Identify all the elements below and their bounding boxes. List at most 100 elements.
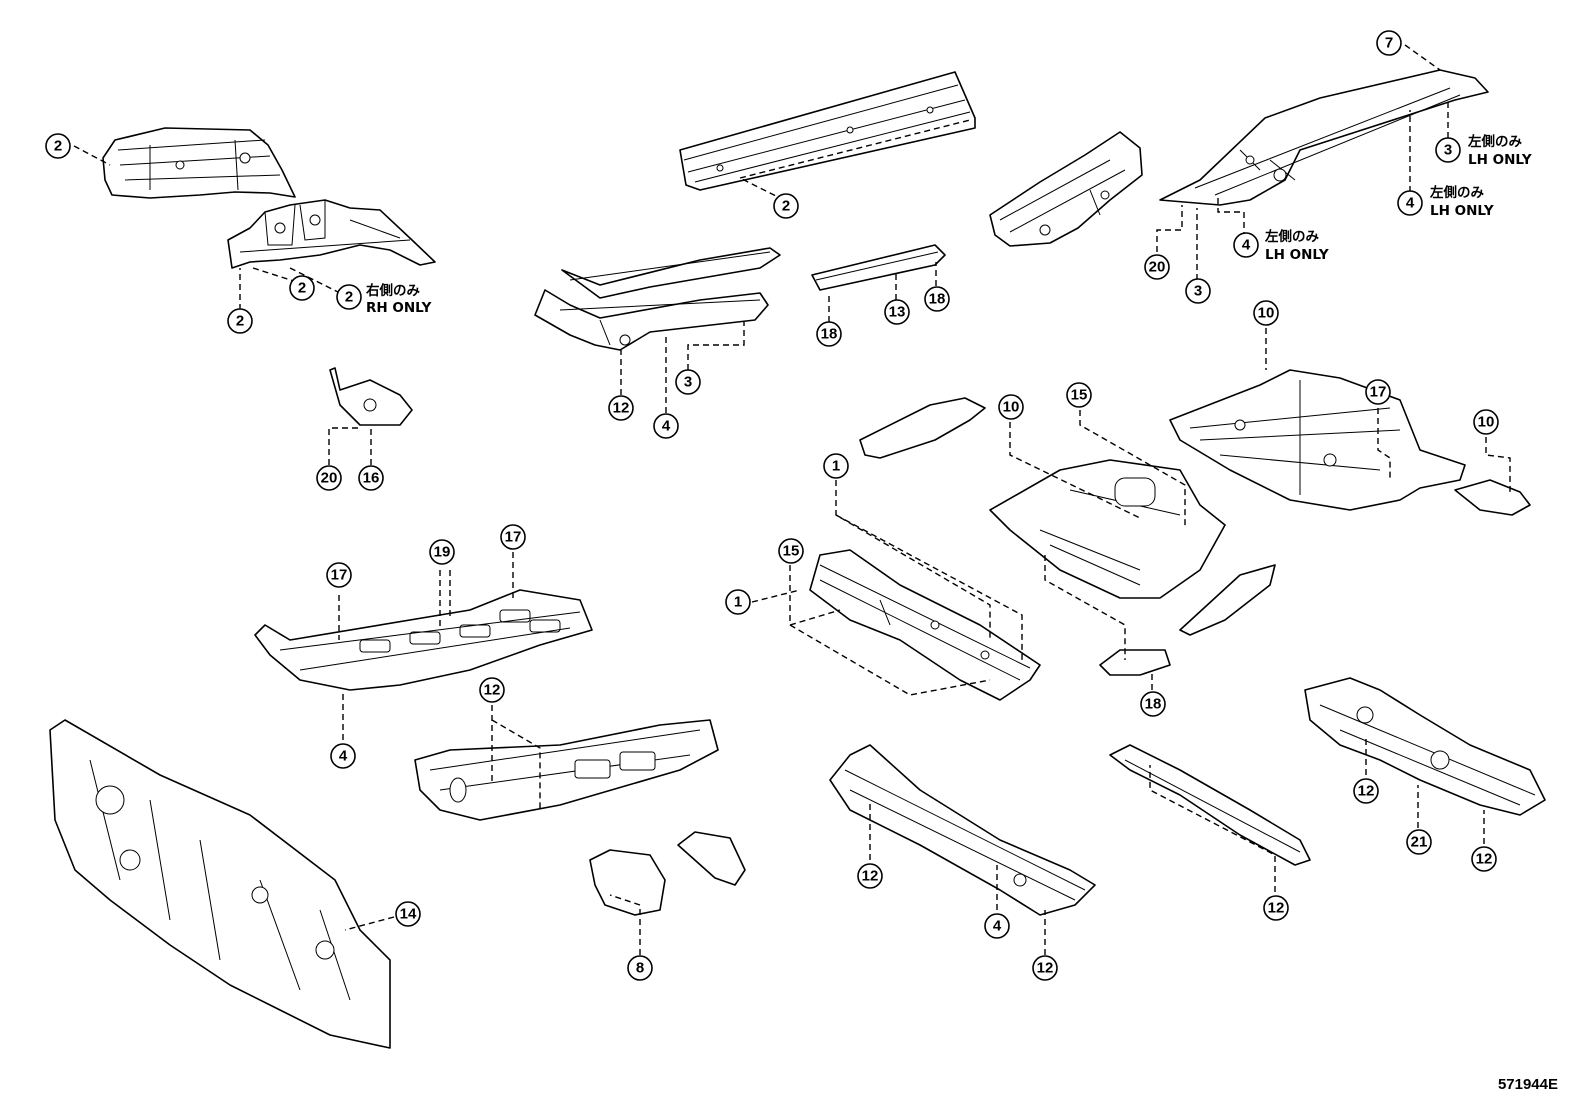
rear-floor-extension: [1454, 479, 1531, 516]
floor-side-member-long: [829, 744, 1096, 916]
callout-19: 19: [429, 539, 455, 565]
callout-2: 2: [289, 275, 315, 301]
center-floor-pan: [989, 459, 1226, 599]
svg-text:16: 16: [363, 470, 380, 487]
rear-floor-side-member: [1304, 677, 1546, 816]
floor-bracket-upper: [859, 397, 986, 459]
svg-text:2: 2: [54, 138, 62, 155]
callout-18: 18: [816, 321, 842, 347]
svg-text:左側のみ: 左側のみ: [1429, 184, 1484, 201]
callout-4: 4: [1233, 232, 1259, 258]
plate-small: [1099, 649, 1171, 676]
dash-panel: [49, 719, 391, 1049]
rear-floor-pan: [1169, 369, 1466, 511]
svg-text:12: 12: [1358, 783, 1375, 800]
callout-10: 10: [1253, 300, 1279, 326]
rocker-panel-reinforcement: [679, 71, 976, 191]
callout-12: 12: [1263, 895, 1289, 921]
front-side-member-lh: [1159, 69, 1489, 206]
callout-13: 13: [884, 299, 910, 325]
callout-8: 8: [627, 955, 653, 981]
svg-text:7: 7: [1385, 35, 1393, 52]
floor-side-member-curved: [534, 247, 781, 351]
front-side-member-upper-left: [102, 127, 296, 199]
bracket-plate: [329, 367, 413, 426]
svg-text:14: 14: [400, 906, 417, 923]
svg-text:17: 17: [331, 567, 348, 584]
svg-text:LH ONLY: LH ONLY: [1430, 203, 1494, 219]
svg-text:15: 15: [1071, 387, 1088, 404]
front-floor-side-member: [989, 131, 1143, 247]
callout-17: 17: [500, 524, 526, 550]
svg-text:12: 12: [613, 400, 630, 417]
svg-text:18: 18: [929, 291, 946, 308]
svg-text:10: 10: [1478, 414, 1495, 431]
svg-text:21: 21: [1411, 834, 1428, 851]
svg-text:12: 12: [484, 682, 501, 699]
note-lh-only: 左側のみ LH ONLY: [1429, 184, 1494, 219]
svg-text:17: 17: [505, 529, 522, 546]
callout-18: 18: [924, 286, 950, 312]
svg-text:4: 4: [993, 918, 1002, 935]
callout-3: 3: [675, 369, 701, 395]
callout-4: 4: [330, 743, 356, 769]
note-lh-only: 左側のみ LH ONLY: [1264, 228, 1329, 263]
callout-12: 12: [857, 863, 883, 889]
callout-1: 1: [823, 453, 849, 479]
callout-4: 4: [984, 913, 1010, 939]
front-apron-bracket-rh: [227, 199, 436, 269]
callout-12: 12: [1471, 846, 1497, 872]
svg-text:19: 19: [434, 544, 451, 561]
svg-text:12: 12: [1037, 960, 1054, 977]
callout-2: 2: [336, 284, 362, 310]
rear-floor-cross-member: [809, 549, 1041, 701]
callout-12: 12: [479, 677, 505, 703]
svg-text:4: 4: [339, 748, 348, 765]
svg-text:2: 2: [298, 280, 306, 297]
callout-12: 12: [1032, 955, 1058, 981]
svg-text:15: 15: [783, 543, 800, 560]
svg-text:18: 18: [1145, 696, 1162, 713]
svg-text:3: 3: [1194, 283, 1202, 300]
callout-20: 20: [316, 465, 342, 491]
svg-text:3: 3: [684, 374, 692, 391]
callout-4: 4: [1397, 190, 1423, 216]
floor-cross-member-small: [811, 244, 946, 291]
svg-text:20: 20: [321, 470, 338, 487]
svg-text:2: 2: [236, 313, 244, 330]
svg-text:10: 10: [1258, 305, 1275, 322]
svg-text:18: 18: [821, 326, 838, 343]
svg-text:4: 4: [662, 418, 671, 435]
svg-text:左側のみ: 左側のみ: [1467, 133, 1522, 150]
callout-2: 2: [227, 308, 253, 334]
callout-15: 15: [1066, 382, 1092, 408]
note-rh-only: 右側のみ RH ONLY: [366, 282, 432, 316]
svg-text:12: 12: [862, 868, 879, 885]
svg-text:10: 10: [1003, 399, 1020, 416]
callout-10: 10: [1473, 409, 1499, 435]
callout-17: 17: [326, 562, 352, 588]
diagram-id: 571944E: [1498, 1076, 1558, 1093]
svg-text:1: 1: [832, 458, 840, 475]
callout-12: 12: [608, 395, 634, 421]
svg-text:4: 4: [1406, 195, 1415, 212]
note-lh-only: 左側のみ LH ONLY: [1467, 133, 1532, 168]
callout-16: 16: [358, 465, 384, 491]
svg-text:1: 1: [734, 594, 742, 611]
svg-text:8: 8: [636, 960, 644, 977]
svg-text:LH ONLY: LH ONLY: [1265, 247, 1329, 263]
seat-bracket: [589, 831, 746, 916]
callout-14: 14: [395, 901, 421, 927]
callout-12: 12: [1353, 778, 1379, 804]
callout-7: 7: [1376, 30, 1402, 56]
svg-text:13: 13: [889, 304, 906, 321]
svg-text:3: 3: [1444, 142, 1452, 159]
callout-18: 18: [1140, 691, 1166, 717]
callout-10: 10: [998, 394, 1024, 420]
callout-15: 15: [778, 538, 804, 564]
callout-1: 1: [725, 589, 751, 615]
svg-text:12: 12: [1268, 900, 1285, 917]
svg-text:4: 4: [1242, 237, 1251, 254]
svg-text:2: 2: [782, 198, 790, 215]
